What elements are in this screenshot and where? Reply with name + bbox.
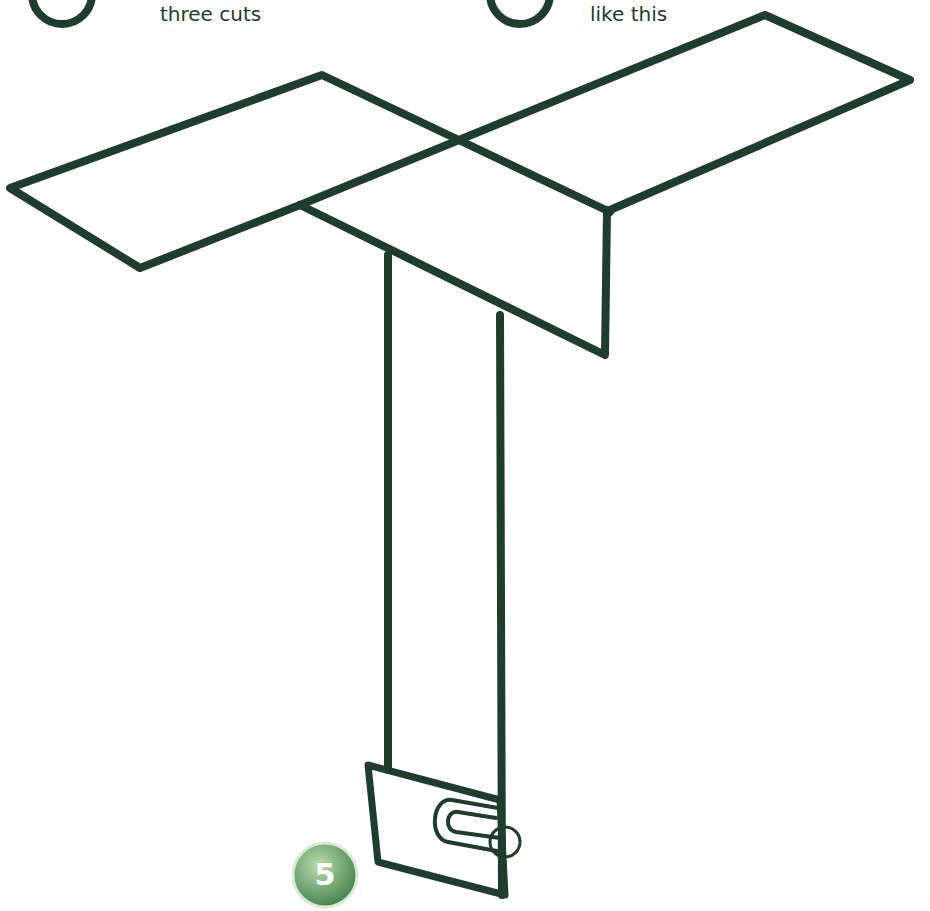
step-circle xyxy=(32,0,92,24)
front-flap xyxy=(300,205,607,355)
step-number: 5 xyxy=(295,845,355,905)
stem-edge xyxy=(384,255,392,770)
folded-bottom xyxy=(368,765,505,895)
step-circle xyxy=(490,0,550,24)
left-blade xyxy=(10,75,610,268)
step-text: like this xyxy=(590,2,667,26)
step-text: three cuts xyxy=(160,2,261,26)
step-circle xyxy=(293,843,357,907)
paper-clip-end xyxy=(490,827,520,857)
right-blade xyxy=(300,15,910,210)
paper-clip xyxy=(435,800,502,852)
